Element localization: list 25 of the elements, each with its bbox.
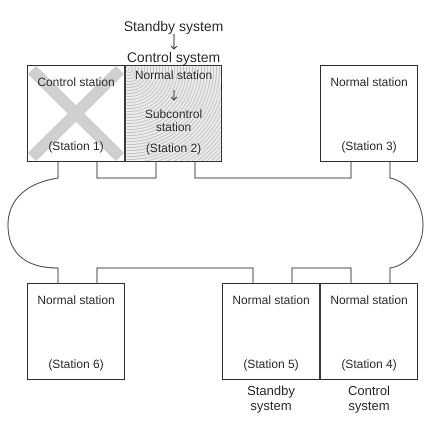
ring-cable [96, 268, 254, 284]
system-label: Control system [347, 383, 391, 413]
station-label: Normal station [134, 69, 212, 82]
station-label: Normal station [330, 76, 408, 89]
station-label: (Station 5) [243, 358, 299, 371]
ring-cable [194, 162, 352, 178]
ring-cable [390, 162, 424, 284]
station-label: Normal station [37, 294, 115, 307]
system-label: Standby system [124, 19, 224, 34]
station-box [27, 283, 125, 380]
station-label: Normal station [232, 294, 310, 307]
station-label: (Station 4) [341, 358, 397, 371]
station-label: Control station [37, 76, 115, 89]
system-label: Control system [126, 50, 220, 65]
station-label: (Station 6) [48, 358, 104, 371]
ring-cable [96, 162, 156, 178]
station-label: (Station 3) [341, 140, 397, 153]
ring-cable [292, 268, 352, 284]
system-label: Standby system [246, 383, 296, 413]
station-label: (Station 2) [146, 142, 202, 155]
station-label: Subcontrol station [144, 108, 204, 134]
ring-cable [8, 162, 58, 284]
station-label: Normal station [330, 294, 408, 307]
station-box [320, 65, 418, 162]
station-label: (Station 1) [48, 140, 104, 153]
